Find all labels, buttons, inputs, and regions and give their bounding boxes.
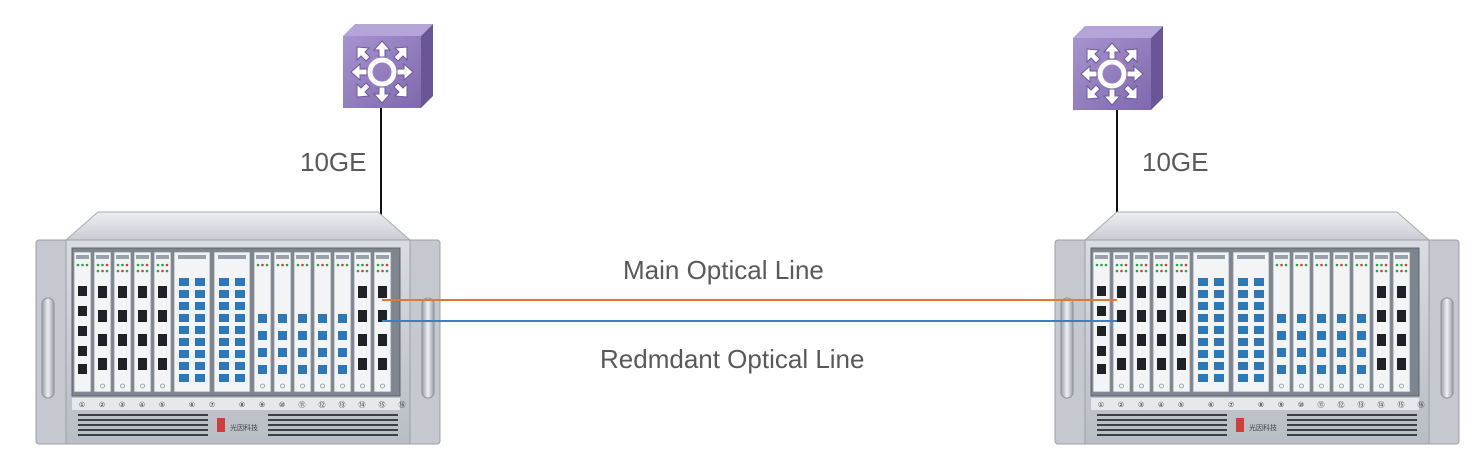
slot-number: ② — [99, 401, 105, 409]
slot-number: ⑨ — [1278, 401, 1284, 409]
right-slot-numbers: ① ② ③ ④ ⑤ ⑥ ⑦ ⑧ ⑨ ⑩ ⑪ ⑫ ⑬ ⑭ ⑮ ⑯ — [1098, 401, 1425, 409]
slot-number: ⑨ — [259, 401, 265, 409]
slot-number: ⑥ — [189, 401, 195, 409]
slot-number: ③ — [119, 401, 125, 409]
slot-number: ⑤ — [159, 401, 165, 409]
slot-number: ⑥ — [1208, 401, 1214, 409]
slot-number: ⑮ — [379, 401, 386, 409]
left-10ge-label: 10GE — [300, 147, 367, 177]
main-optical-line-label: Main Optical Line — [623, 255, 824, 285]
slot-number: ① — [1098, 401, 1104, 409]
slot-number: ⑪ — [1318, 401, 1325, 409]
slot-number: ⑤ — [1178, 401, 1184, 409]
slot-number: ③ — [1138, 401, 1144, 409]
left-brand-text: 光因科技 — [230, 423, 258, 432]
slot-number: ⑯ — [399, 401, 406, 409]
slot-number: ⑭ — [359, 401, 366, 409]
slot-number: ⑧ — [239, 401, 245, 409]
slot-number: ② — [1118, 401, 1124, 409]
right-brand-text: 光因科技 — [1249, 423, 1277, 432]
slot-number: ⑭ — [1378, 401, 1385, 409]
right-10ge-label: 10GE — [1142, 147, 1209, 177]
slot-number: ⑬ — [339, 401, 346, 409]
slot-number: ⑦ — [209, 401, 215, 409]
slot-number: ⑯ — [1418, 401, 1425, 409]
slot-number: ⑧ — [1258, 401, 1264, 409]
right-dwdm-chassis-icon — [1055, 212, 1459, 444]
slot-number: ⑫ — [319, 401, 326, 409]
slot-number: ⑦ — [1228, 401, 1234, 409]
slot-number: ④ — [1158, 401, 1164, 409]
slot-number: ⑪ — [299, 401, 306, 409]
slot-number: ④ — [139, 401, 145, 409]
slot-number: ① — [79, 401, 85, 409]
slot-number: ⑩ — [1298, 401, 1304, 409]
slot-number: ⑫ — [1338, 401, 1345, 409]
left-slot-numbers: ① ② ③ ④ ⑤ ⑥ ⑦ ⑧ ⑨ ⑩ ⑪ ⑫ ⑬ ⑭ ⑮ ⑯ — [79, 401, 406, 409]
redundant-optical-line-label: Redmdant Optical Line — [600, 344, 865, 374]
slot-number: ⑩ — [279, 401, 285, 409]
left-router-icon — [343, 24, 433, 108]
slot-number: ⑮ — [1398, 401, 1405, 409]
right-router-icon — [1073, 26, 1163, 110]
left-dwdm-chassis-icon — [36, 212, 440, 444]
slot-number: ⑬ — [1358, 401, 1365, 409]
